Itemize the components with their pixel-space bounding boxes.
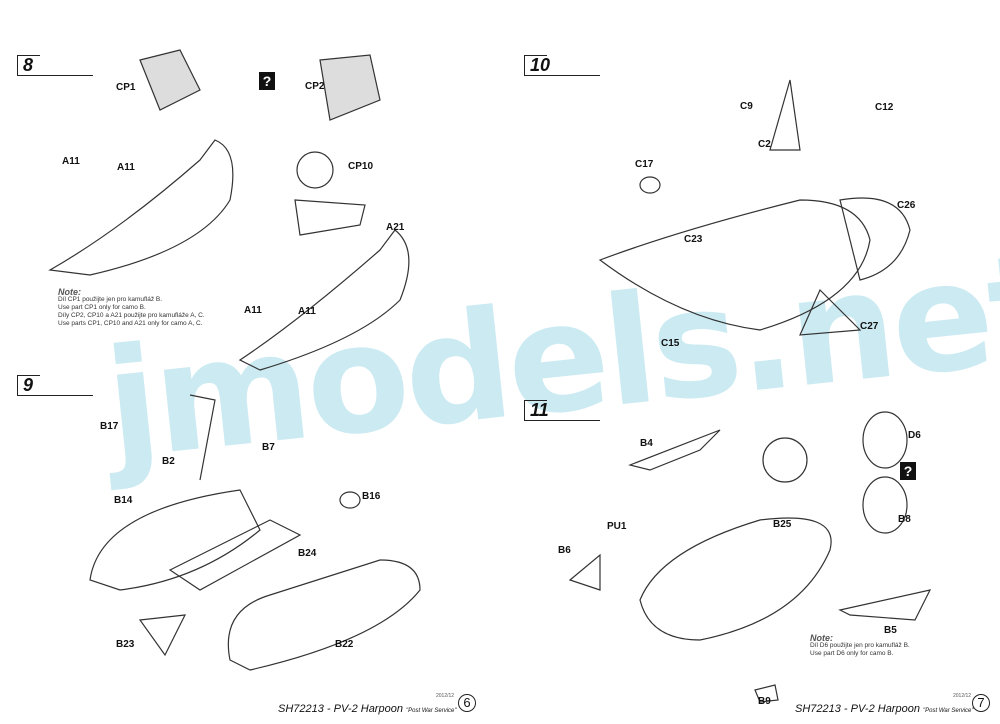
- step10-drawing: [598, 79, 911, 336]
- part-label: B25: [773, 519, 792, 530]
- page-number: 7: [972, 694, 990, 712]
- part-label: B17: [100, 421, 119, 432]
- part-label: B23: [116, 639, 135, 650]
- part-label: B8: [898, 514, 911, 525]
- part-label: B14: [114, 495, 133, 506]
- footer-title: SH72213 - PV-2 Harpoon: [795, 703, 920, 715]
- step-number: 10: [524, 55, 600, 76]
- part-label: CP1: [116, 82, 136, 93]
- part-label: C17: [635, 159, 654, 170]
- question-mark-icon: ?: [259, 72, 275, 90]
- notes-heading: Note:: [58, 287, 81, 297]
- part-label: C9: [740, 101, 753, 112]
- part-label: A11: [298, 306, 316, 317]
- part-label: A11: [117, 162, 135, 173]
- step-number: 9: [17, 375, 93, 396]
- part-label: C2: [758, 139, 771, 150]
- part-label: C12: [875, 102, 894, 113]
- part-label: B4: [640, 438, 653, 449]
- note-line: Díl D6 použijte jen pro kamufláž B.: [810, 642, 910, 649]
- part-label: A11: [244, 305, 262, 316]
- step8-drawing: [48, 49, 410, 371]
- notes-left: Note: Díl CP1 použijte jen pro kamufláž …: [58, 288, 205, 328]
- note-line: Use part CP1 only for camo B.: [58, 304, 146, 311]
- part-label: B2: [162, 456, 175, 467]
- step-number: 11: [524, 400, 600, 421]
- note-line: Use parts CP1, CP10 and A21 only for cam…: [58, 320, 203, 327]
- part-label: C27: [860, 321, 879, 332]
- part-label: B22: [335, 639, 354, 650]
- step-number: 8: [17, 55, 93, 76]
- footer-subtitle: "Post War Service": [406, 708, 457, 714]
- part-label: B5: [884, 625, 897, 636]
- notes-heading: Note:: [810, 633, 833, 643]
- question-mark-icon: ?: [900, 462, 916, 480]
- note-line: Use part D6 only for camo B.: [810, 650, 894, 657]
- part-label: C15: [661, 338, 680, 349]
- step11-drawing: [568, 411, 932, 703]
- notes-right: Note: Díl D6 použijte jen pro kamufláž B…: [810, 634, 910, 658]
- part-label: CP2: [305, 81, 325, 92]
- part-label: B7: [262, 442, 275, 453]
- part-label: B6: [558, 545, 571, 556]
- part-label: CP10: [348, 161, 374, 172]
- note-line: Díl CP1 použijte jen pro kamufláž B.: [58, 296, 163, 303]
- part-label: D6: [908, 430, 921, 441]
- part-label: PU1: [607, 521, 627, 532]
- part-label: A11: [62, 156, 80, 167]
- part-label: C23: [684, 234, 703, 245]
- footer-title: SH72213 - PV-2 Harpoon: [278, 703, 403, 715]
- print-date: 2012/12: [436, 693, 455, 699]
- part-label: A21: [386, 222, 405, 233]
- print-date: 2012/12: [953, 693, 972, 699]
- page-number: 6: [458, 694, 476, 712]
- part-label: C26: [897, 200, 916, 211]
- part-label: B9: [758, 696, 771, 707]
- note-line: Díly CP2, CP10 a A21 použijte pro kamufl…: [58, 312, 205, 319]
- footer-right: SH72213 - PV-2 Harpoon "Post War Service…: [795, 703, 974, 715]
- footer-left: SH72213 - PV-2 Harpoon "Post War Service…: [278, 703, 457, 715]
- part-label: B16: [362, 491, 381, 502]
- step9-drawing: [89, 394, 421, 671]
- part-label: B24: [298, 548, 317, 559]
- footer-subtitle: "Post War Service": [923, 708, 974, 714]
